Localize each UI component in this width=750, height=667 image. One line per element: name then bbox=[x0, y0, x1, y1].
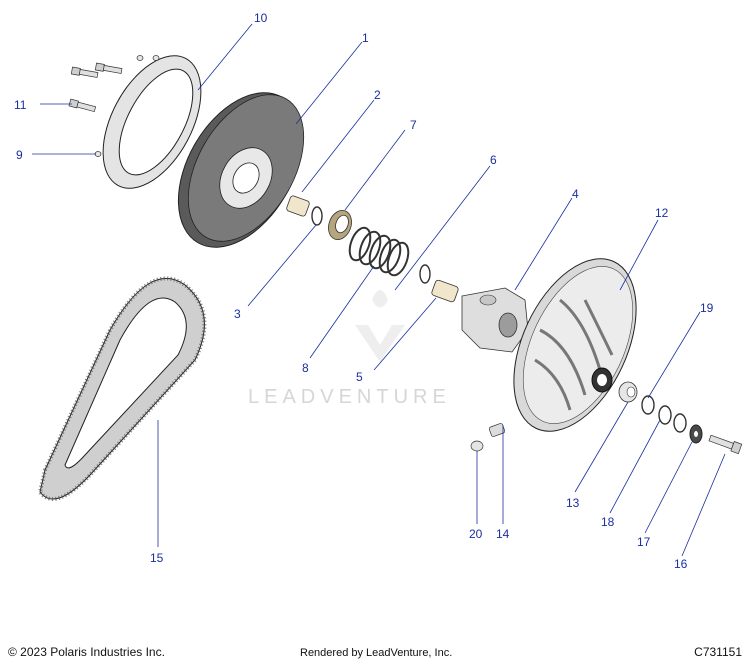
callout-1: 1 bbox=[362, 31, 369, 45]
callout-14: 14 bbox=[496, 527, 510, 541]
part-drive-belt bbox=[37, 276, 207, 501]
callout-11: 11 bbox=[14, 98, 27, 112]
callout-18: 18 bbox=[601, 515, 615, 529]
part-spider bbox=[461, 287, 529, 353]
callout-5: 5 bbox=[356, 370, 363, 384]
part-washer-17 bbox=[689, 424, 703, 444]
callout-9: 9 bbox=[16, 148, 23, 162]
part-washer-19 bbox=[641, 395, 655, 415]
part-spring bbox=[348, 226, 410, 277]
callout-6: 6 bbox=[490, 153, 497, 167]
callout-15: 15 bbox=[150, 551, 164, 565]
callout-2: 2 bbox=[374, 88, 381, 102]
part-spring-cup bbox=[328, 210, 352, 240]
part-screws bbox=[68, 62, 123, 113]
part-bushing-2 bbox=[286, 195, 310, 217]
leader-lines bbox=[32, 23, 726, 557]
part-roller bbox=[470, 440, 484, 452]
rendered-by-text: Rendered by LeadVenture, Inc. bbox=[300, 647, 453, 659]
watermark-logo bbox=[355, 290, 405, 362]
callout-17: 17 bbox=[637, 535, 651, 549]
callout-19: 19 bbox=[700, 301, 714, 315]
part-bearing bbox=[618, 381, 638, 403]
part-retaining-ring-3 bbox=[311, 206, 323, 226]
part-ring-gear bbox=[102, 55, 202, 189]
part-bushing-6 bbox=[431, 279, 459, 303]
watermark-text: LEADVENTURE bbox=[248, 386, 451, 408]
callout-7: 7 bbox=[410, 118, 417, 132]
part-fixed-sheave bbox=[177, 92, 305, 248]
callout-10: 10 bbox=[254, 11, 268, 25]
callout-16: 16 bbox=[674, 557, 688, 571]
part-weight bbox=[488, 423, 506, 437]
part-bolt bbox=[708, 434, 743, 455]
callout-3: 3 bbox=[234, 307, 241, 321]
copyright-text: © 2023 Polaris Industries Inc. bbox=[8, 645, 165, 659]
figure-id: C731151 bbox=[694, 645, 742, 659]
callout-labels: 1 2 3 4 5 6 7 8 9 10 11 12 13 14 15 16 1… bbox=[14, 11, 714, 571]
callout-4: 4 bbox=[572, 187, 579, 201]
callout-12: 12 bbox=[655, 206, 669, 220]
part-moveable-sheave bbox=[513, 258, 637, 432]
callout-13: 13 bbox=[566, 496, 580, 510]
callout-8: 8 bbox=[302, 361, 309, 375]
callout-20: 20 bbox=[469, 527, 483, 541]
part-retaining-ring-5 bbox=[419, 264, 431, 284]
part-washer-18 bbox=[658, 405, 687, 433]
part-dowel-pins bbox=[94, 55, 160, 157]
